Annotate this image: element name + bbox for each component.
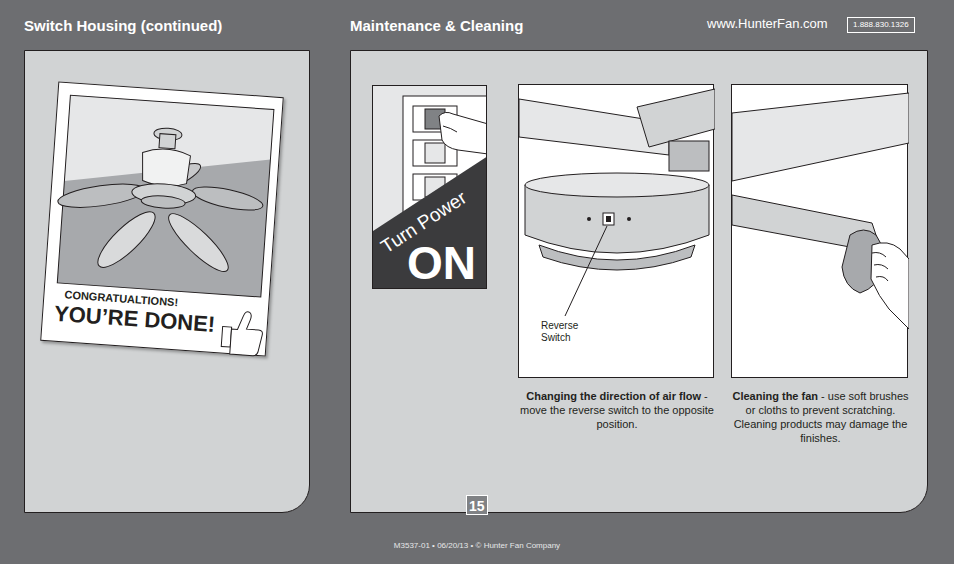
cleaning-panel: Cleaning the fan - use soft brushes or c…: [731, 84, 908, 378]
page-number: 15: [467, 496, 487, 516]
left-panel: Switch Housing (continued) CONGRATUALTIO…: [24, 50, 310, 513]
done-text: YOU’RE DONE!: [53, 301, 216, 338]
polaroid-photo: CONGRATUALTIONS!YOU’RE DONE!: [40, 81, 284, 356]
caption-heading: Cleaning the fan: [732, 390, 818, 402]
page-number-box: 15: [466, 495, 488, 515]
phone-box: 1.888.830.1326: [847, 17, 915, 33]
website-url: www.HunterFan.com: [707, 16, 828, 32]
section-heading: Maintenance & Cleaning: [350, 17, 523, 35]
right-panel: Maintenance & Cleaning Turn PowerON Chan…: [350, 50, 928, 513]
caption: Changing the direction of air flow - mov…: [515, 389, 719, 431]
fan-blade-cleaning-illustration: [732, 85, 909, 379]
document-footer: M3537-01 • 06/20/13 • © Hunter Fan Compa…: [0, 541, 954, 551]
caption: Cleaning the fan - use soft brushes or c…: [728, 389, 913, 445]
caption-heading: Changing the direction of air flow: [526, 390, 701, 402]
phone-number: 1.888.830.1326: [853, 20, 909, 30]
on-text: ON: [407, 240, 476, 286]
turn-power-box: Turn PowerON: [372, 85, 487, 289]
part-label: Reverse Switch: [541, 320, 597, 344]
reverse-switch-panel: Changing the direction of air flow - mov…: [518, 84, 714, 378]
section-heading: Switch Housing (continued): [24, 17, 222, 35]
